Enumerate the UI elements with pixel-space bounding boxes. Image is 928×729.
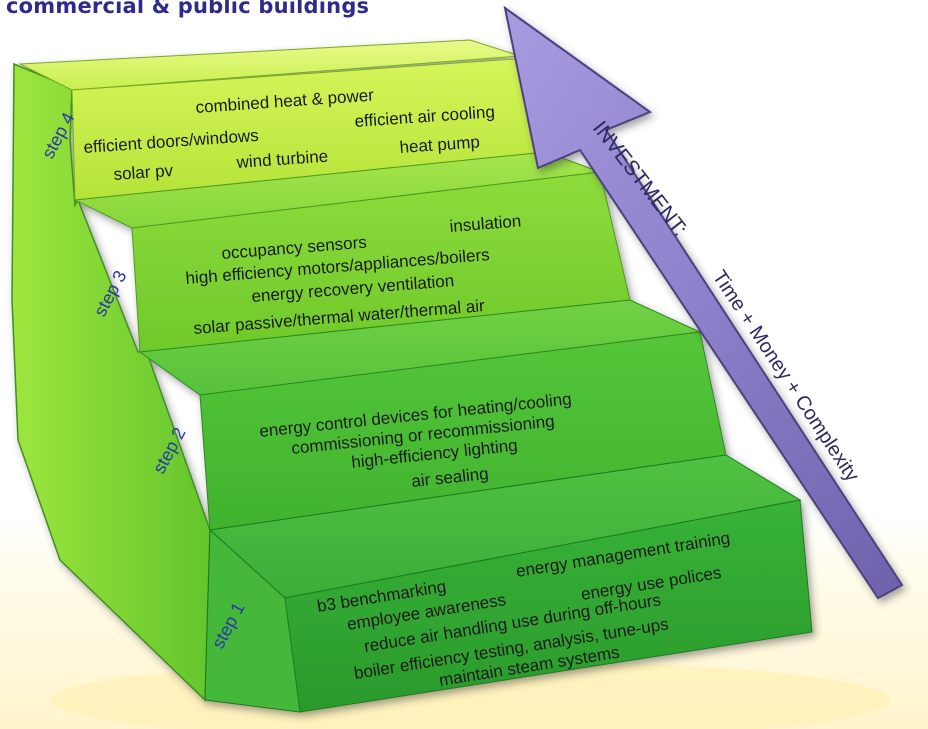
page-title: commercial & public buildings — [6, 0, 370, 18]
step-1-side — [204, 528, 301, 713]
step-4-item: solar pv — [113, 161, 174, 184]
arrow-shape — [503, 5, 904, 600]
staircase — [11, 39, 813, 713]
investment-arrow — [503, 5, 904, 600]
